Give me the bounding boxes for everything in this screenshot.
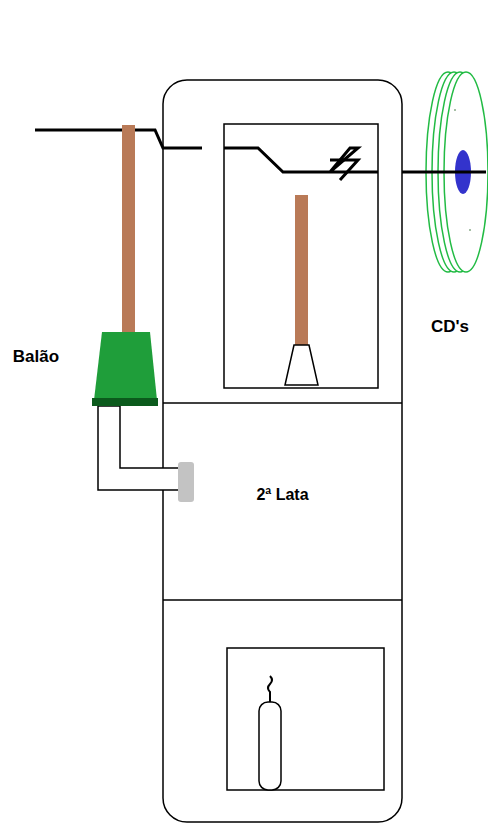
can-section: 2ª Lata: [165, 405, 400, 585]
section-label: 2ª Lata: [256, 486, 308, 504]
displacer-piston: [285, 345, 318, 385]
can-divider: [163, 599, 402, 601]
crankshaft: [330, 160, 358, 180]
tube-joint: [178, 462, 194, 502]
part-label: CD's: [431, 317, 469, 337]
connecting-rod: [122, 125, 135, 337]
cd-dot: [469, 229, 471, 231]
balloon: [94, 332, 157, 400]
upper-window: [224, 124, 378, 388]
lower-window: [227, 648, 384, 790]
balloon-rim: [92, 398, 158, 406]
crankshaft: [35, 130, 202, 148]
air-tube: [98, 406, 180, 490]
cd-dot: [454, 109, 456, 111]
crankshaft: [418, 171, 486, 174]
can-housing: [163, 80, 402, 822]
displacer-rod: [295, 195, 308, 345]
candle-flame: [268, 676, 272, 702]
crankshaft: [402, 171, 418, 174]
candle: [259, 702, 281, 790]
can-divider: [163, 402, 402, 404]
part-label: Balão: [13, 347, 59, 367]
